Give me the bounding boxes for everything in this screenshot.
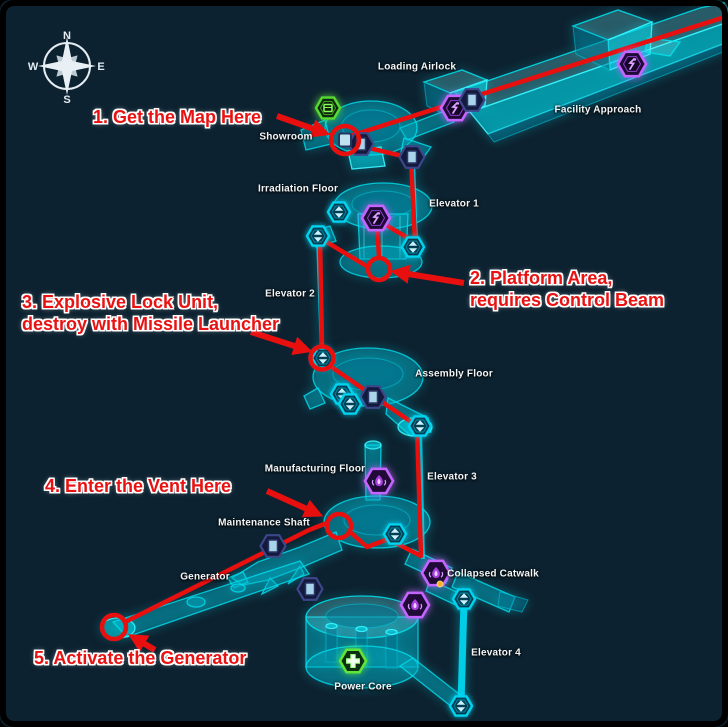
cyan-elevator-icon [337,393,363,415]
route-stop-5-generator [99,612,129,642]
orange-dot-icon [436,580,444,588]
route-line-1 [347,13,728,139]
purple-door-icon [616,50,648,78]
icons-layer [259,50,648,717]
cyan-elevator-icon [382,523,408,545]
route-stop-4-vent [324,511,354,541]
purple-door-icon [439,94,471,122]
navy-door-icon [359,385,387,409]
power-core-structure [325,622,338,630]
compass-star-major [38,37,96,95]
generator-structure [230,583,246,593]
elevator-4-shaft [457,600,468,705]
corridor-tower-structure [644,37,682,57]
loading-airlock-structure [399,109,455,141]
corridor-tower-structure [572,25,611,71]
compass-west-label: W [28,61,39,73]
power-core-structure [385,628,398,636]
compass-south-label: S [63,94,70,106]
route-line-5 [122,520,330,625]
assembly-floor-structure [303,387,326,410]
compass-rose: N E S W [28,30,105,106]
route-stop-1-showroom-map [328,123,362,157]
compass-east-label: E [97,61,104,73]
green-energy-icon [338,648,368,674]
power-core-structure [355,625,368,633]
annotation-arrow-4 [265,488,324,518]
annotation-arrow-3 [250,329,313,356]
navy-door-icon [296,577,324,601]
route-line-4 [327,363,424,559]
cyan-elevator-icon [400,236,426,258]
purple-flame-icon [363,467,395,495]
collapsed-catwalk-structure [451,571,516,613]
navy-door-icon [458,88,486,112]
annotation-arrow-5 [128,634,157,653]
purple-flame-icon [399,591,431,619]
facility-approach-structure [487,41,728,143]
generator-structure [111,560,311,638]
cyan-elevator-icon [448,695,474,717]
manufacturing-floor-structure [364,440,382,450]
compass-north-label: N [63,30,71,42]
annotation-arrow-1 [275,113,331,138]
collapsed-catwalk-structure [497,591,529,613]
cyan-elevator-icon [305,225,331,247]
generator-structure [186,596,206,608]
purple-door-icon [360,204,392,232]
route-stop-3-explosive-lock [308,344,336,372]
cyan-elevator-icon [326,201,352,223]
route-stops-layer [99,123,393,642]
cyan-elevator-icon [451,588,477,610]
map-station-icon [338,132,352,148]
route-stop-2-platform-area [365,255,393,283]
green-recharge-icon [314,96,342,120]
navy-door-icon [398,145,426,169]
maintenance-shaft-structure [260,576,280,596]
annotation-arrows-layer [128,113,465,653]
map-structures [100,1,728,712]
navy-door-icon [259,534,287,558]
purple-flame-icon [420,559,452,587]
annotation-arrow-2 [390,264,465,286]
cyan-elevator-icon [407,415,433,437]
